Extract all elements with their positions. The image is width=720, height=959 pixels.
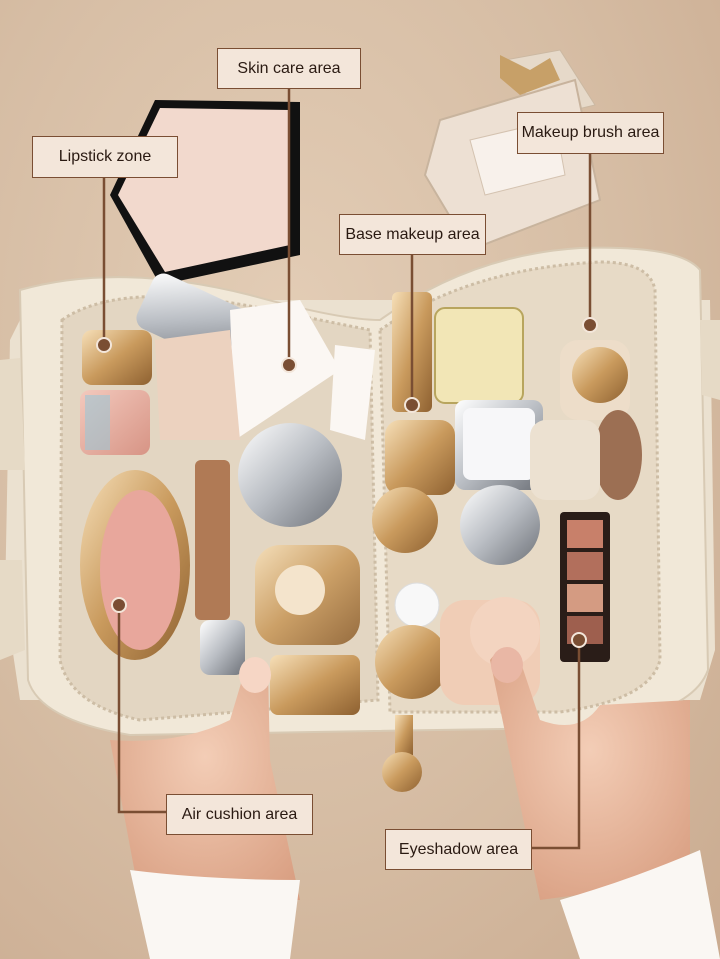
right-hand <box>490 647 720 959</box>
zipper-pull <box>382 715 422 792</box>
label-eyeshadow-area: Eyeshadow area <box>385 829 532 870</box>
makeup-brushes <box>530 340 642 500</box>
label-base-makeup-area: Base makeup area <box>339 214 486 255</box>
left-hand <box>110 657 300 959</box>
air-cushion-case <box>80 470 190 660</box>
label-skin-care-area: Skin care area <box>217 48 361 89</box>
eyeshadow-palette <box>560 512 610 662</box>
label-lipstick-zone: Lipstick zone <box>32 136 178 178</box>
leader-lines <box>102 88 592 850</box>
label-makeup-brush-area: Makeup brush area <box>517 112 664 154</box>
compact-powder <box>110 100 300 285</box>
label-air-cushion-area: Air cushion area <box>166 794 313 835</box>
marker-dots <box>96 317 598 648</box>
